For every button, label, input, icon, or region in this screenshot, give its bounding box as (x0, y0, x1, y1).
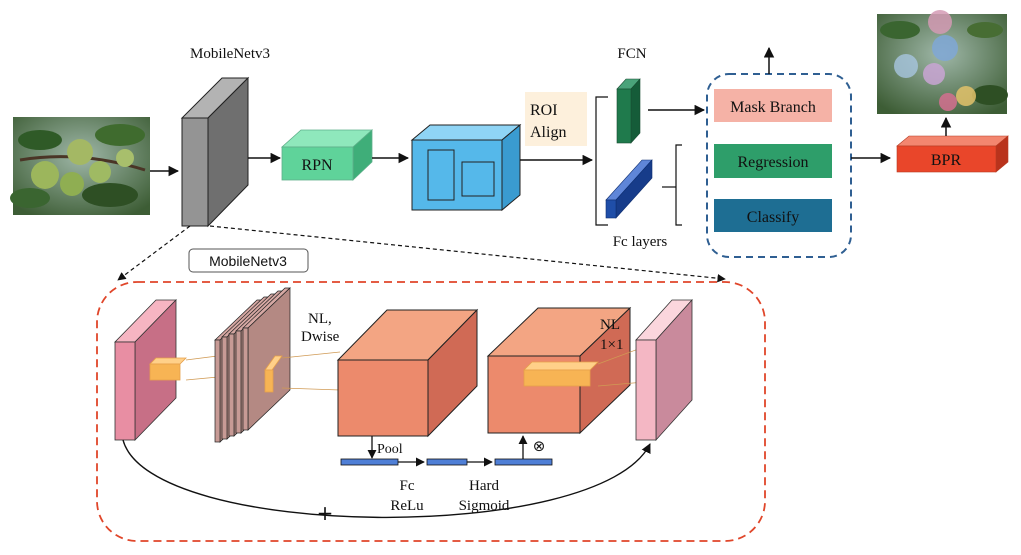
fruit-mask (932, 35, 958, 61)
pool-vector (340, 458, 399, 466)
mask-branch-label: Mask Branch (730, 99, 816, 116)
residual-connection (122, 439, 651, 519)
fruit-mask (928, 10, 952, 34)
fruit (31, 161, 59, 189)
leaf-shape (10, 188, 50, 208)
fruit (67, 139, 93, 165)
fcn-block (616, 78, 641, 144)
head-branches-frame (706, 73, 852, 258)
leaf-shape (880, 21, 920, 39)
backbone-block (180, 76, 250, 228)
classify-label: Classify (747, 209, 799, 226)
fc-layers-label: Fc layers (613, 234, 668, 250)
multiply-symbol: ⊗ (533, 437, 546, 455)
fruit (116, 149, 134, 167)
fc-layer-block (605, 159, 653, 219)
fc-label-line1: Fc (400, 478, 415, 494)
leaf-shape (95, 124, 145, 146)
regression-label: Regression (737, 154, 808, 171)
roi-align-panel (525, 92, 587, 146)
roi-align-line1: ROI (530, 102, 558, 119)
nl-1x1-line1: NL (600, 317, 620, 333)
detail-title: MobileNetv3 (209, 253, 287, 269)
leaf-shape (972, 85, 1008, 105)
bpr-block (896, 135, 1009, 173)
fruit-mask (923, 63, 945, 85)
fruit-mask (894, 54, 918, 78)
sigmoid-vector (494, 458, 553, 466)
detail-title-box (188, 248, 309, 273)
leaf-shape (967, 22, 1003, 38)
plus-symbol: + (317, 501, 334, 525)
rpn-block (280, 129, 374, 181)
rpn-label: RPN (301, 157, 333, 174)
expansion-cube (336, 308, 479, 438)
output-segmented-image (877, 10, 1008, 114)
se-cube (486, 306, 632, 435)
mask-branch-box (714, 89, 832, 122)
nl-dwise-line2: Dwise (301, 329, 340, 345)
roi-align-line2: Align (530, 124, 566, 141)
nl-dwise-line1: NL, (308, 311, 332, 327)
fruit-mask (939, 93, 957, 111)
regression-box (714, 144, 832, 178)
nl-1x1-line2: 1×1 (600, 337, 623, 353)
backbone-label: MobileNetv3 (190, 46, 270, 62)
hard-sigmoid-line1: Hard (469, 478, 499, 494)
fc-bracket (675, 144, 682, 226)
input-fruit-image (10, 117, 150, 215)
input-feature-block (114, 299, 187, 441)
fc-label-line2: ReLu (390, 498, 424, 514)
classify-box (714, 199, 832, 232)
roi-feature-block (410, 123, 522, 212)
pool-label: Pool (377, 442, 403, 457)
fcn-label: FCN (617, 46, 646, 62)
output-feature-block (635, 298, 693, 442)
fruit (89, 161, 111, 183)
fc-vector (426, 458, 468, 466)
detail-frame (96, 281, 766, 542)
depthwise-stack (214, 287, 291, 443)
split-bracket (595, 96, 608, 226)
fruit-mask (956, 86, 976, 106)
fruit (60, 172, 84, 196)
bpr-label: BPR (931, 152, 962, 169)
leaf-shape (82, 183, 138, 207)
leaf-shape (18, 130, 62, 150)
